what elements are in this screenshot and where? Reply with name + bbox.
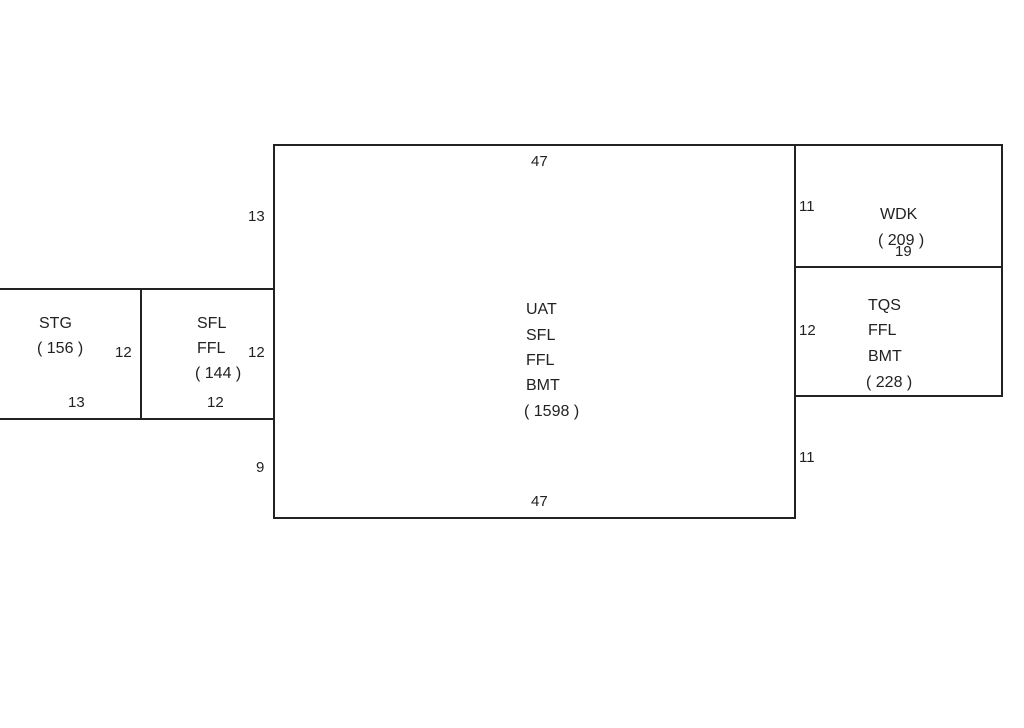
tqs-code-2: FFL xyxy=(868,322,897,339)
dim-sfl-right: 12 xyxy=(248,344,265,361)
dim-stg-right: 12 xyxy=(115,344,132,361)
sfl-area: ( 144 ) xyxy=(195,365,241,382)
tqs-area: ( 228 ) xyxy=(866,374,912,391)
sfl-code-2: FFL xyxy=(197,340,226,357)
dim-wdk-bottom: 19 xyxy=(895,243,912,260)
dim-main-bottom: 47 xyxy=(531,493,548,510)
dim-main-left-lower: 9 xyxy=(256,459,264,476)
dim-main-right-lower: 11 xyxy=(799,449,815,466)
room-sfl xyxy=(140,288,275,420)
main-code-4: BMT xyxy=(526,377,560,394)
main-code-3: FFL xyxy=(526,352,555,369)
main-code-2: SFL xyxy=(526,327,555,344)
main-code-1: UAT xyxy=(526,301,557,318)
dim-tqs-left: 12 xyxy=(799,322,816,339)
main-area: ( 1598 ) xyxy=(524,403,579,420)
tqs-code-3: BMT xyxy=(868,348,902,365)
stg-area: ( 156 ) xyxy=(37,340,83,357)
sfl-code-1: SFL xyxy=(197,315,226,332)
dim-main-top: 47 xyxy=(531,153,548,170)
wdk-code: WDK xyxy=(880,206,918,223)
tqs-code-1: TQS xyxy=(868,297,901,314)
room-tqs xyxy=(794,266,1003,397)
dim-main-right-upper: 11 xyxy=(799,198,815,215)
dim-main-left-upper: 13 xyxy=(248,208,265,225)
dim-stg-bottom: 13 xyxy=(68,394,85,411)
stg-code: STG xyxy=(39,315,72,332)
dim-sfl-bottom: 12 xyxy=(207,394,224,411)
wdk-area: ( 209 ) xyxy=(878,232,924,249)
